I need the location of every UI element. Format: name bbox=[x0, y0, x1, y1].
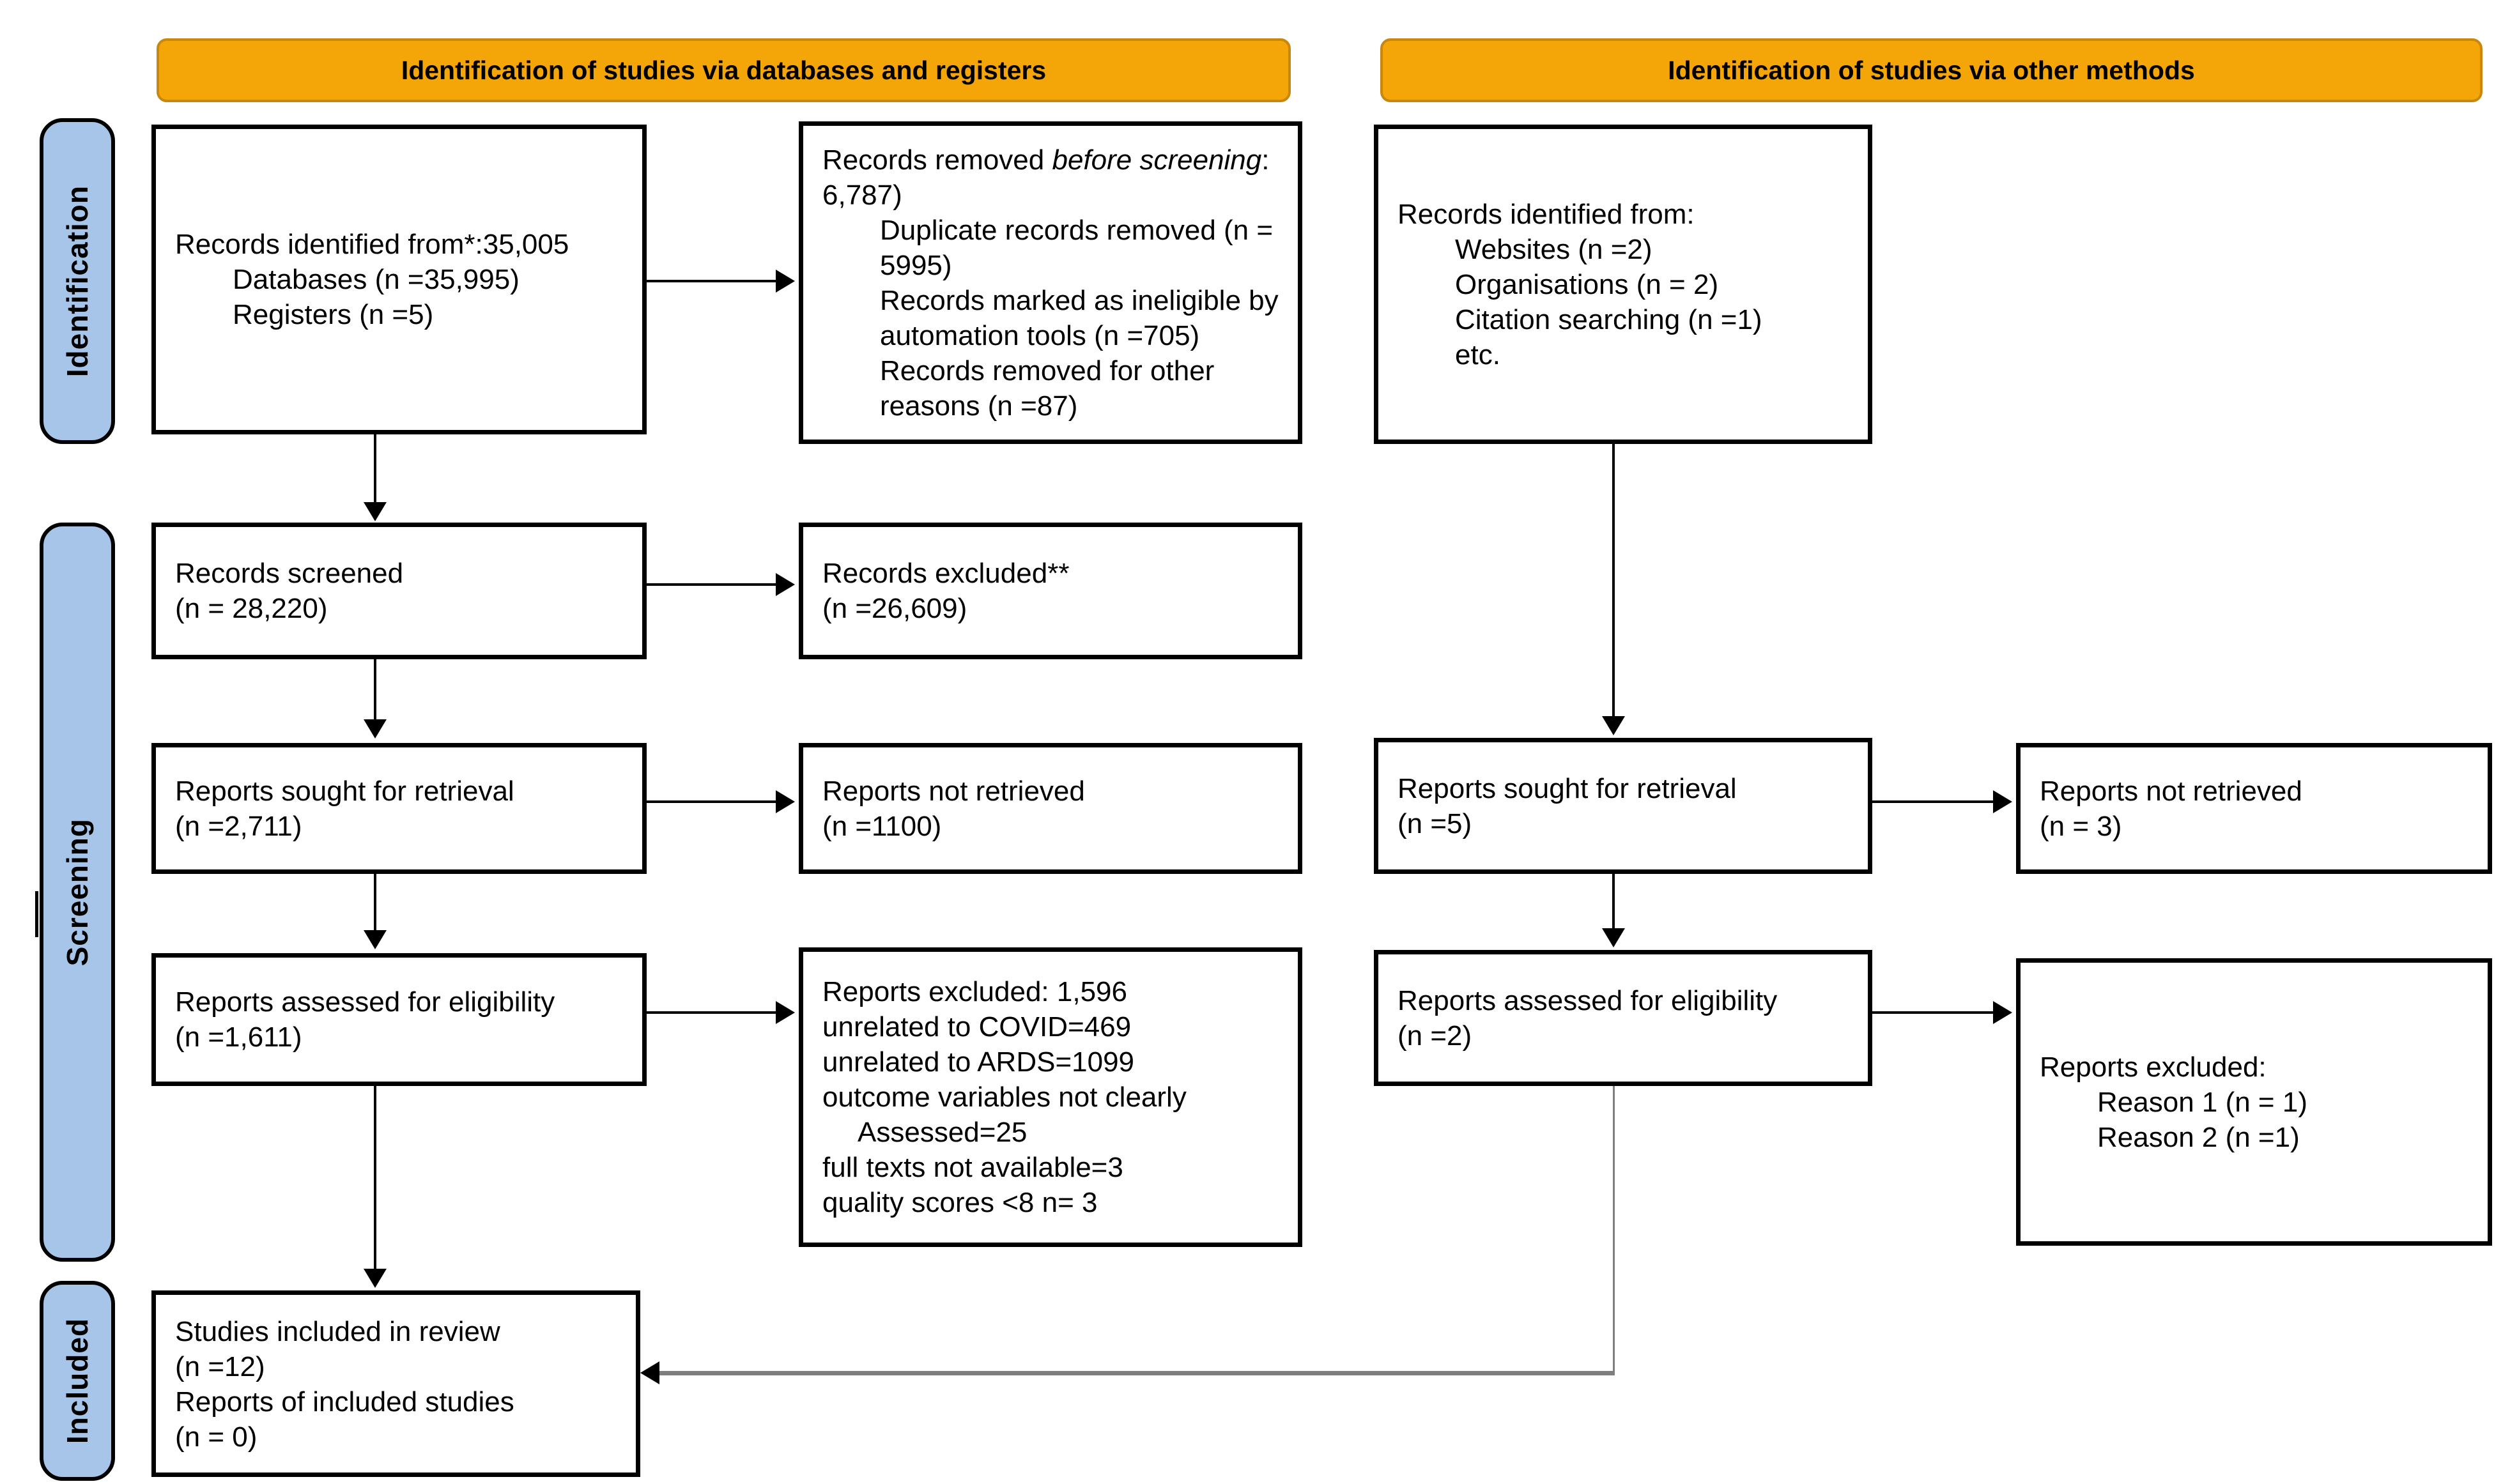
stage-label-identification: Identification bbox=[61, 185, 94, 378]
other-identified-websites: Websites (n =2) bbox=[1455, 233, 1652, 265]
box-records-identified: Records identified from*:35,005 Database… bbox=[151, 125, 647, 434]
box-studies-included: Studies included in review (n =12) Repor… bbox=[151, 1290, 640, 1477]
records-removed-line1: Records removed before screening: 6,787) bbox=[822, 142, 1279, 213]
box-reports-excluded-reasons: Reports excluded: 1,596 unrelated to COV… bbox=[799, 947, 1302, 1247]
arrow-other-identified-to-sought-line bbox=[1612, 444, 1615, 716]
box-records-removed: Records removed before screening: 6,787)… bbox=[799, 121, 1302, 444]
header-other-methods: Identification of studies via other meth… bbox=[1380, 38, 2483, 102]
other-not-retrieved-count: (n = 3) bbox=[2040, 810, 2122, 842]
box-records-excluded: Records excluded** (n =26,609) bbox=[799, 523, 1302, 659]
reports-assessed-count: (n =1,611) bbox=[175, 1021, 302, 1053]
reports-sought-line1: Reports sought for retrieval bbox=[175, 775, 514, 807]
not-retrieved-count: (n =1100) bbox=[822, 810, 942, 842]
arrow-other-assessed-to-included-head bbox=[640, 1361, 659, 1384]
arrow-screened-to-excluded-head bbox=[776, 573, 795, 596]
reports-included-count: (n = 0) bbox=[175, 1421, 258, 1453]
header-databases-registers: Identification of studies via databases … bbox=[157, 38, 1291, 102]
box-records-screened: Records screened (n = 28,220) bbox=[151, 523, 647, 659]
records-screened-count: (n = 28,220) bbox=[175, 593, 328, 624]
other-excluded-reason1: Reason 1 (n = 1) bbox=[2097, 1086, 2307, 1118]
arrow-sought-to-assessed-head bbox=[364, 930, 387, 949]
arrow-other-assessed-to-included-horizontal bbox=[659, 1371, 1615, 1375]
stage-label-included: Included bbox=[61, 1317, 94, 1444]
box-reports-sought: Reports sought for retrieval (n =2,711) bbox=[151, 743, 647, 874]
arrow-identified-to-removed-line bbox=[647, 280, 776, 282]
arrow-assessed-to-included-head bbox=[364, 1269, 387, 1288]
other-sought-line1: Reports sought for retrieval bbox=[1397, 772, 1737, 804]
arrow-screened-to-sought-line bbox=[374, 659, 376, 719]
studies-included-count: (n =12) bbox=[175, 1351, 265, 1382]
arrow-other-assessed-to-excluded-head bbox=[1993, 1001, 2012, 1024]
arrow-other-sought-to-assessed-head bbox=[1602, 928, 1625, 947]
reports-excluded-ards: unrelated to ARDS=1099 bbox=[822, 1046, 1135, 1078]
arrow-assessed-to-included-line bbox=[374, 1086, 376, 1269]
other-assessed-line1: Reports assessed for eligibility bbox=[1397, 984, 1778, 1016]
other-reports-excluded-line1: Reports excluded: bbox=[2040, 1051, 2267, 1083]
box-reports-not-retrieved: Reports not retrieved (n =1100) bbox=[799, 743, 1302, 874]
other-identified-organisations: Organisations (n = 2) bbox=[1455, 268, 1719, 300]
reports-excluded-outcome: outcome variables not clearly bbox=[822, 1082, 1187, 1113]
arrow-sought-to-assessed-line bbox=[374, 874, 376, 930]
other-excluded-reason2: Reason 2 (n =1) bbox=[2097, 1121, 2300, 1153]
stage-bar-included: Included bbox=[40, 1281, 115, 1481]
arrow-other-sought-to-assessed-line bbox=[1612, 874, 1615, 928]
arrow-identified-to-screened-head bbox=[364, 502, 387, 521]
box-other-records-identified: Records identified from: Websites (n =2)… bbox=[1374, 125, 1872, 444]
arrow-identified-to-removed-head bbox=[776, 270, 795, 293]
reports-excluded-fulltext: full texts not available=3 bbox=[822, 1152, 1123, 1183]
records-identified-line1: Records identified from*:35,005 bbox=[175, 229, 569, 260]
arrow-other-identified-to-sought-head bbox=[1602, 716, 1625, 735]
records-identified-databases: Databases (n =35,995) bbox=[233, 264, 520, 295]
reports-excluded-quality: quality scores <8 n= 3 bbox=[822, 1187, 1098, 1218]
arrow-other-assessed-to-included-vertical bbox=[1613, 1086, 1615, 1373]
studies-included-line1: Studies included in review bbox=[175, 1316, 500, 1347]
other-identified-citation: Citation searching (n =1) bbox=[1455, 303, 1762, 335]
arrow-screened-to-sought-head bbox=[364, 719, 387, 738]
reports-sought-count: (n =2,711) bbox=[175, 810, 302, 842]
other-not-retrieved-line1: Reports not retrieved bbox=[2040, 775, 2302, 807]
arrow-other-sought-to-notretrieved-line bbox=[1872, 800, 1993, 803]
arrow-screened-to-excluded-line bbox=[647, 583, 776, 586]
box-other-reports-assessed: Reports assessed for eligibility (n =2) bbox=[1374, 950, 1872, 1086]
box-reports-assessed: Reports assessed for eligibility (n =1,6… bbox=[151, 953, 647, 1086]
reports-included-line: Reports of included studies bbox=[175, 1386, 514, 1418]
reports-excluded-assessed: Assessed=25 bbox=[858, 1117, 1028, 1148]
arrow-sought-to-notretrieved-line bbox=[647, 800, 776, 803]
arrow-identified-to-screened-line bbox=[374, 434, 376, 502]
arrow-sought-to-notretrieved-head bbox=[776, 790, 795, 813]
records-excluded-count: (n =26,609) bbox=[822, 593, 967, 624]
other-assessed-count: (n =2) bbox=[1397, 1020, 1472, 1052]
removed-duplicates: Duplicate records removed (n = 5995) bbox=[880, 214, 1274, 281]
records-screened-line1: Records screened bbox=[175, 558, 404, 589]
reports-excluded-covid: unrelated to COVID=469 bbox=[822, 1011, 1132, 1043]
header-other-methods-label: Identification of studies via other meth… bbox=[1668, 55, 2195, 85]
removed-other-reasons: Records removed for other reasons (n =87… bbox=[880, 355, 1215, 422]
reports-assessed-line1: Reports assessed for eligibility bbox=[175, 986, 555, 1018]
box-other-reports-sought: Reports sought for retrieval (n =5) bbox=[1374, 738, 1872, 874]
not-retrieved-line1: Reports not retrieved bbox=[822, 775, 1085, 807]
header-databases-registers-label: Identification of studies via databases … bbox=[401, 55, 1047, 85]
stray-tick-mark bbox=[35, 891, 38, 937]
records-removed-italic: before screening bbox=[1052, 144, 1262, 176]
arrow-other-sought-to-notretrieved-head bbox=[1993, 790, 2012, 813]
records-identified-registers: Registers (n =5) bbox=[233, 299, 434, 330]
reports-excluded-line1: Reports excluded: 1,596 bbox=[822, 976, 1127, 1007]
removed-automation: Records marked as ineligible by automati… bbox=[880, 284, 1279, 351]
stage-bar-identification: Identification bbox=[40, 118, 115, 444]
arrow-assessed-to-reportsexcluded-head bbox=[776, 1001, 795, 1024]
records-removed-prefix: Records removed bbox=[822, 144, 1052, 176]
arrow-assessed-to-reportsexcluded-line bbox=[647, 1011, 776, 1014]
box-other-reports-not-retrieved: Reports not retrieved (n = 3) bbox=[2016, 743, 2492, 874]
other-identified-line1: Records identified from: bbox=[1397, 198, 1695, 230]
box-other-reports-excluded: Reports excluded: Reason 1 (n = 1) Reaso… bbox=[2016, 958, 2492, 1246]
arrow-other-assessed-to-excluded-line bbox=[1872, 1011, 1993, 1014]
other-identified-etc: etc. bbox=[1455, 339, 1500, 371]
stage-bar-screening: Screening bbox=[40, 523, 115, 1262]
other-sought-count: (n =5) bbox=[1397, 807, 1472, 839]
stage-label-screening: Screening bbox=[61, 818, 94, 967]
records-excluded-line1: Records excluded** bbox=[822, 558, 1070, 589]
records-removed-suffix: : 6,787) bbox=[822, 144, 1270, 211]
